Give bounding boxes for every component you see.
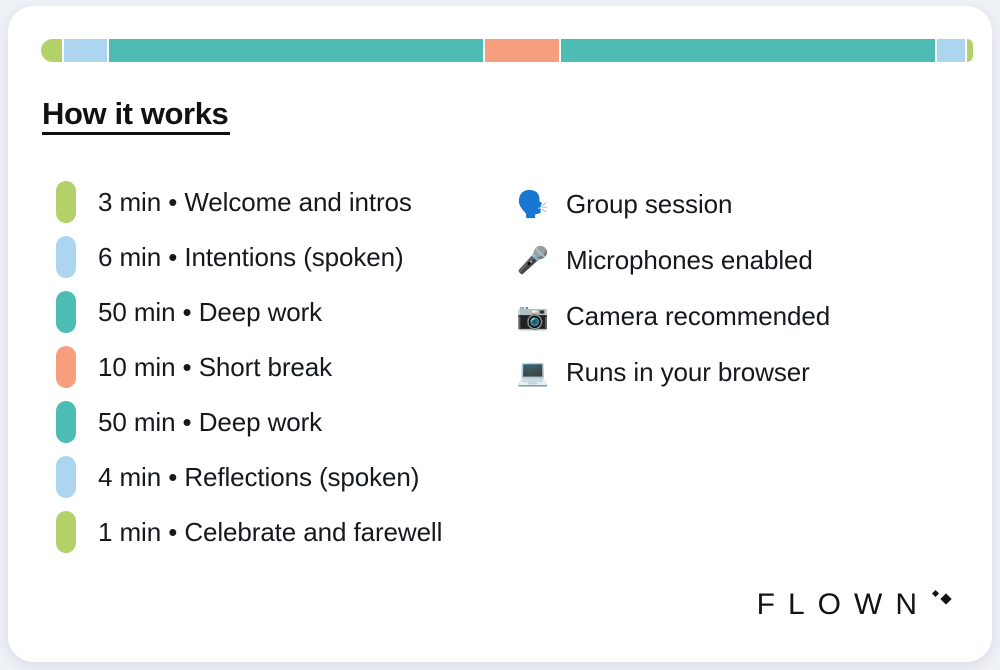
flown-logo: FLOWN [757,582,956,620]
feature-item-label: Microphones enabled [566,245,813,275]
feature-item: 🗣️ Group session [516,186,956,242]
feature-item-label: Group session [566,189,733,219]
agenda-item: 10 min • Short break [56,346,506,401]
agenda-item: 3 min • Welcome and intros [56,181,506,236]
session-timeline-bar [41,39,975,62]
agenda-item-label: 50 min • Deep work [98,407,323,437]
timeline-segment [967,39,973,62]
page-title-underline [42,132,230,135]
camera-icon: 📷 [516,301,550,331]
agenda-color-pill [56,181,76,223]
feature-list: 🗣️ Group session 🎤 Microphones enabled 📷 Came… [516,186,956,410]
feature-item-label: Runs in your browser [566,357,810,387]
timeline-segment [560,39,936,62]
sparkle-icon [931,589,956,620]
agenda-color-pill [56,236,76,278]
timeline-segment [63,39,107,62]
timeline-segment [41,39,62,62]
agenda-item-label: 3 min • Welcome and intros [98,187,412,217]
agenda-item-label: 4 min • Reflections (spoken) [98,462,420,492]
agenda-item-label: 10 min • Short break [98,352,332,382]
agenda-item: 50 min • Deep work [56,291,506,346]
timeline-segment [108,39,484,62]
laptop-icon: 💻 [516,357,550,387]
agenda-item-label: 50 min • Deep work [98,297,323,327]
microphone-icon: 🎤 [516,245,550,275]
feature-item: 🎤 Microphones enabled [516,242,956,298]
agenda-color-pill [56,291,76,333]
speaking-head-icon: 🗣️ [516,189,550,219]
agenda-item: 4 min • Reflections (spoken) [56,456,506,511]
agenda-item-label: 1 min • Celebrate and farewell [98,517,443,547]
page-title: How it works [42,96,229,131]
feature-item: 📷 Camera recommended [516,298,956,354]
flown-wordmark: FLOWN [756,588,930,621]
agenda-color-pill [56,511,76,553]
agenda-item: 1 min • Celebrate and farewell [56,511,506,566]
feature-item-label: Camera recommended [566,301,831,331]
how-it-works-card: How it works 3 min • Welcome and intros 6… [8,6,992,662]
timeline-segment [485,39,559,62]
timeline-segment [937,39,966,62]
agenda-color-pill [56,401,76,443]
agenda-item-label: 6 min • Intentions (spoken) [98,242,404,272]
agenda-list: 3 min • Welcome and intros 6 min • Intent… [56,181,506,566]
agenda-item: 6 min • Intentions (spoken) [56,236,506,291]
agenda-color-pill [56,456,76,498]
agenda-item: 50 min • Deep work [56,401,506,456]
agenda-color-pill [56,346,76,388]
feature-item: 💻 Runs in your browser [516,354,956,410]
